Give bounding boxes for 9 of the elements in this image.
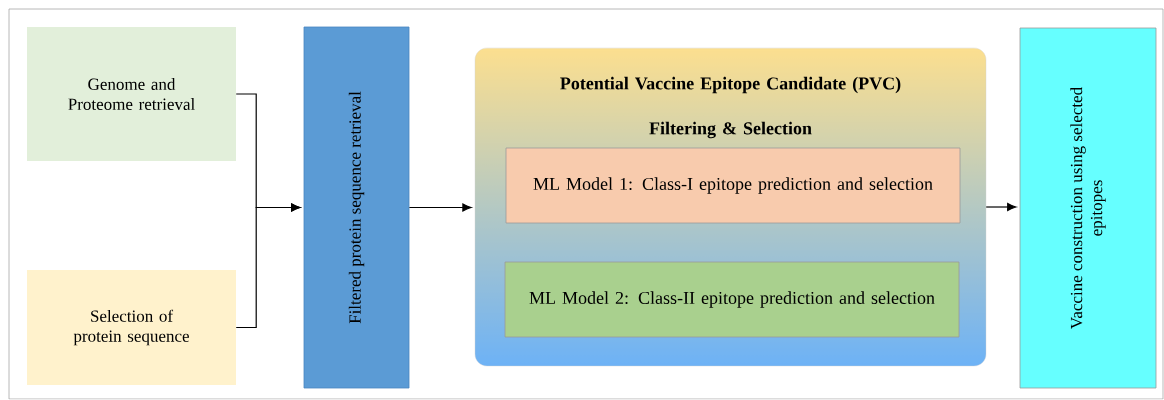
process-box: Genome and Proteome retrieval [27, 27, 236, 161]
process-bar: Vaccine construction using selected epitopes [1019, 27, 1157, 389]
process-box: ML Model 2: Class-II epitope prediction and selection [504, 261, 960, 338]
arrow [985, 203, 1017, 211]
process-box: ML Model 1: Class-I epitope prediction and selection [505, 147, 961, 224]
arrow [408, 203, 472, 212]
arrow [235, 203, 301, 329]
process-box: Selection of protein sequence [27, 270, 236, 385]
process-bar: Filtered protein sequence retrieval [303, 26, 410, 389]
